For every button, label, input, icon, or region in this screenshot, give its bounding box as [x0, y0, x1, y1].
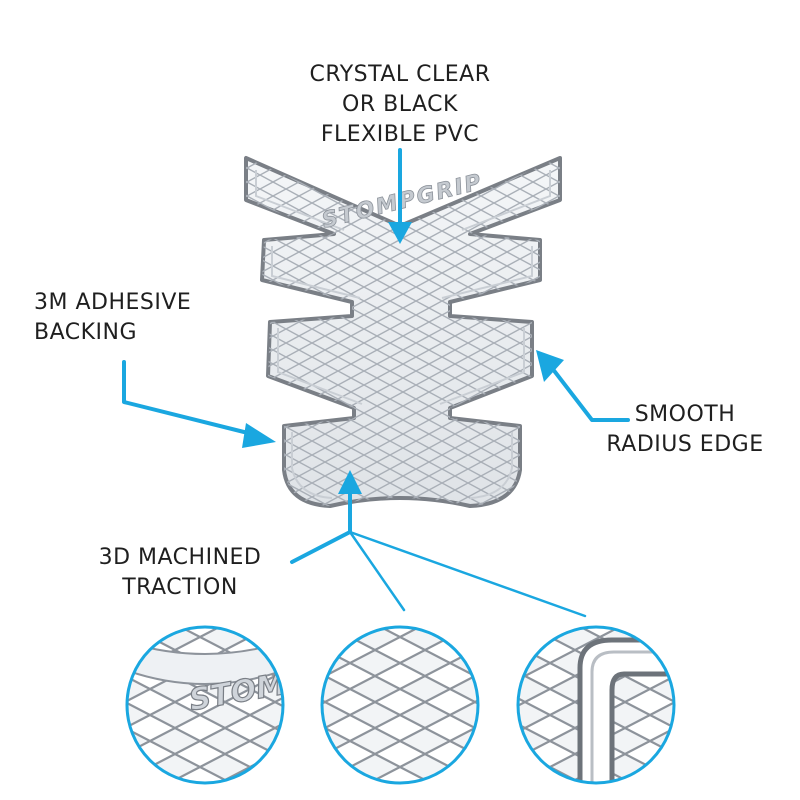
adhesive-arrow-head	[242, 423, 276, 448]
detail-closeups: STOMP	[125, 625, 676, 785]
callout-arrows	[122, 148, 630, 618]
adhesive-line-1: 3M ADHESIVE	[34, 290, 192, 315]
material-callout: CRYSTAL CLEAR OR BLACK FLEXIBLE PVC	[250, 60, 550, 150]
tank-pad: STOMPGRIP	[244, 156, 562, 508]
adhesive-line-2: BACKING	[34, 320, 138, 345]
traction-line-2: TRACTION	[122, 575, 238, 600]
closeup-logo-ring	[125, 625, 285, 785]
closeup-logo: STOMP	[127, 627, 283, 783]
pad-texture	[246, 158, 560, 506]
closeup-texture	[322, 627, 478, 783]
material-line-2: OR BLACK	[342, 92, 458, 117]
closeup-edge-ring	[516, 625, 676, 785]
traction-arrow-head	[338, 470, 362, 494]
closeup-line-2	[348, 530, 587, 618]
edge-line-2: RADIUS EDGE	[606, 432, 764, 457]
closeup-edge	[518, 627, 674, 783]
edge-arrow	[550, 366, 630, 422]
arrow-heads	[242, 222, 564, 494]
traction-line-1: 3D MACHINED	[98, 545, 262, 570]
traction-callout: 3D MACHINED TRACTION	[60, 543, 300, 603]
adhesive-arrow	[122, 360, 254, 436]
material-line-3: FLEXIBLE PVC	[320, 122, 480, 147]
edge-line-1: SMOOTH	[634, 402, 736, 427]
edge-arrow-head	[536, 350, 564, 382]
material-line-1: CRYSTAL CLEAR	[309, 62, 491, 87]
closeup-texture-ring	[320, 625, 480, 785]
edge-callout: SMOOTH RADIUS EDGE	[580, 400, 790, 460]
closeup-line-1	[348, 530, 406, 612]
material-arrow-head	[388, 222, 412, 244]
pad-inner-bevel	[255, 170, 363, 499]
pad-inner-bevel-right	[439, 170, 551, 499]
adhesive-callout: 3M ADHESIVE BACKING	[34, 288, 264, 348]
